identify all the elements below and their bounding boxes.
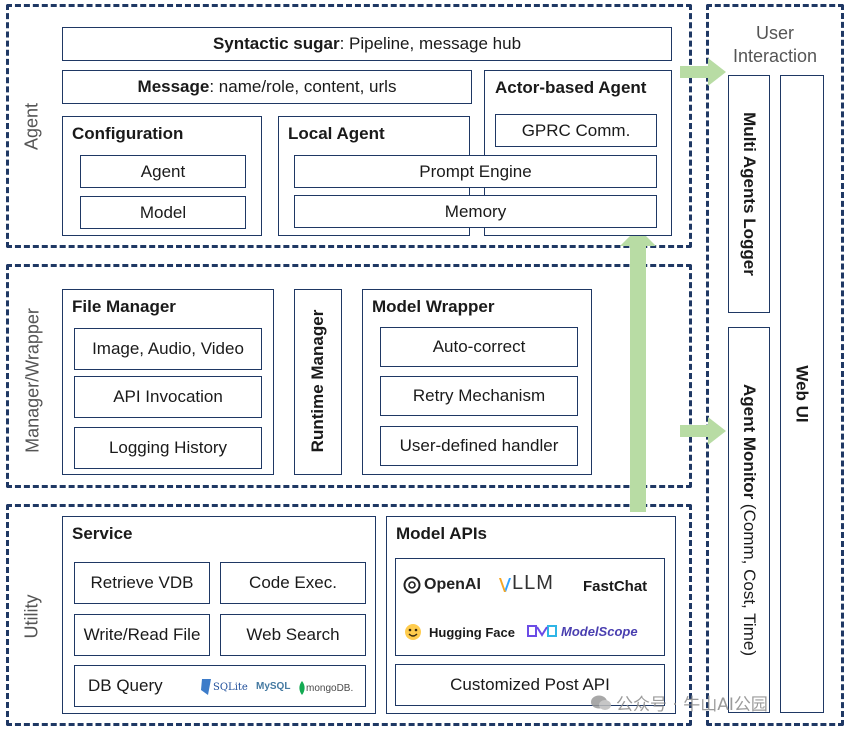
agent-monitor-label: Agent Monitor (Comm, Cost, Time) [728,327,770,713]
retry-mechanism-box: Retry Mechanism [380,376,578,416]
huggingface-text: Hugging Face [429,624,515,640]
manager-section [6,264,692,488]
modelscope-text: ModelScope [561,623,638,639]
web-ui-panel [780,75,824,713]
openai-text: OpenAI [424,576,481,593]
image-audio-video-box: Image, Audio, Video [74,328,262,370]
agent-monitor-title: Agent Monitor [740,384,759,500]
web-ui-label: Web UI [793,365,812,423]
user-interaction-label: User Interaction [732,23,818,66]
vllm-v-icon [499,577,511,592]
openai-icon [403,576,421,594]
sqlite-icon [201,679,211,695]
agent-monitor-detail: (Comm, Cost, Time) [740,499,759,656]
runtime-manager-label: Runtime Manager [308,309,327,453]
modelscope-logo: ModelScope [527,623,638,639]
model-wrapper-title: Model Wrapper [372,297,495,316]
agent-monitor-panel [728,327,770,713]
runtime-manager-panel [294,289,342,475]
fastchat-logo: FastChat [583,578,648,595]
multi-agents-logger-label: Multi Agents Logger [740,112,760,276]
db-query-label: DB Query [88,676,163,695]
config-agent-box: Agent [80,155,246,188]
agent-to-ui-arrow [680,58,726,86]
wechat-icon [591,695,611,710]
actor-agent-title: Actor-based Agent [495,78,647,97]
message-text: : name/role, content, urls [209,77,397,96]
vllm-logo: LLM [498,572,554,595]
multi-agents-logger-panel [728,75,770,313]
syntactic-sugar-text: : Pipeline, message hub [339,34,522,53]
model-apis-title: Model APIs [396,524,487,543]
db-query-box [74,665,366,707]
gprc-comm-box: GPRC Comm. [495,114,657,147]
retrieve-vdb-box: Retrieve VDB [74,562,210,604]
user-defined-handler-box: User-defined handler [380,426,578,466]
user-interaction-section [706,4,844,726]
watermark-text: 公众号 · 牛山AI公园 [616,695,768,715]
mongodb-logo: mongoDB. [298,681,353,695]
configuration-title: Configuration [72,124,184,143]
syntactic-sugar-title: Syntactic sugar [212,34,340,53]
agent-section [6,4,692,248]
modelscope-icon [527,625,557,637]
message-bar: Message: name/role, content, urls [62,70,472,104]
huggingface-logo: Hugging Face [402,622,515,642]
utility-to-agent-arrow [620,228,656,512]
web-search-box: Web Search [220,614,366,656]
message-title: Message [137,77,210,96]
prompt-engine-box: Prompt Engine [294,155,657,188]
customized-post-api-box: Customized Post API [395,664,665,706]
mongodb-leaf-icon [299,681,305,695]
sqlite-text: SQLite [213,681,248,693]
memory-box: Memory [294,195,657,228]
huggingface-icon [405,624,421,640]
watermark: 公众号 · 牛山AI公园 [590,690,768,715]
utility-section [6,504,692,726]
service-title: Service [72,524,133,543]
manager-to-ui-arrow [680,417,726,445]
syntactic-sugar-bar: Syntactic sugar: Pipeline, message hub [62,27,672,61]
openai-logo: OpenAI [402,575,481,595]
file-manager-title: File Manager [72,297,176,316]
mysql-text: MySQL [256,681,291,692]
vllm-text: LLM [512,572,554,594]
mongodb-text: mongoDB. [306,682,354,694]
model-logos-box [395,558,665,656]
api-invocation-box: API Invocation [74,376,262,418]
config-model-box: Model [80,196,246,229]
write-read-file-box: Write/Read File [74,614,210,656]
logging-history-box: Logging History [74,427,262,469]
sqlite-logo: SQLite [199,678,248,696]
local-agent-title: Local Agent [288,124,385,143]
auto-correct-box: Auto-correct [380,327,578,367]
code-exec-box: Code Exec. [220,562,366,604]
mysql-logo: MySQL [256,681,290,692]
